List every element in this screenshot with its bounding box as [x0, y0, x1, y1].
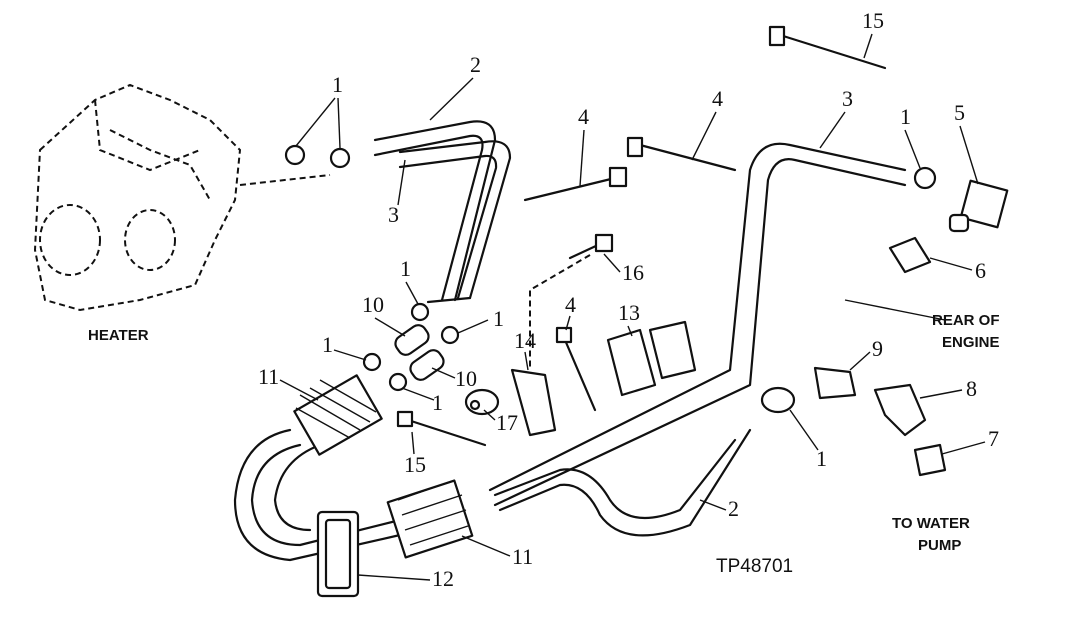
- callout-1: 1: [816, 446, 827, 471]
- heater-label: HEATER: [88, 327, 149, 344]
- callout-4: 4: [712, 86, 723, 111]
- to-water-pump-label-line2: PUMP: [918, 537, 961, 554]
- insulation-sleeve-lower: [386, 479, 474, 559]
- callout-10: 10: [455, 366, 477, 391]
- callout-7: 7: [988, 426, 999, 451]
- callout-4: 4: [578, 104, 589, 129]
- figure-id: TP48701: [716, 556, 793, 577]
- clip-14: [510, 368, 557, 437]
- cap-screws: [396, 25, 887, 447]
- grommet-12: [316, 510, 360, 598]
- callout-15: 15: [862, 8, 884, 33]
- callout-1: 1: [432, 390, 443, 415]
- callout-11: 11: [258, 364, 279, 389]
- callout-8: 8: [966, 376, 977, 401]
- clamps: [284, 144, 937, 414]
- callout-2: 2: [470, 52, 481, 77]
- callout-1: 1: [493, 306, 504, 331]
- callout-3: 3: [842, 86, 853, 111]
- rear-of-engine-label-line2: ENGINE: [942, 334, 1000, 351]
- pipe-3-right: [488, 142, 907, 507]
- callout-6: 6: [975, 258, 986, 283]
- callout-2: 2: [728, 496, 739, 521]
- callout-13: 13: [618, 300, 640, 325]
- callout-1: 1: [900, 104, 911, 129]
- rear-of-engine-label-line1: REAR OF: [932, 312, 1000, 329]
- callout-11: 11: [512, 544, 533, 569]
- callout-17: 17: [496, 410, 518, 435]
- callout-numbers: 1 2 3 4 4 3 1 5 15 16 6 1 1 10 1 10 1 11: [258, 8, 999, 591]
- spacer-17: [464, 388, 500, 416]
- callout-14: 14: [514, 328, 536, 353]
- callout-1: 1: [400, 256, 411, 281]
- callout-15: 15: [404, 452, 426, 477]
- connectors-10: [394, 324, 445, 381]
- callout-12: 12: [432, 566, 454, 591]
- callout-1: 1: [332, 72, 343, 97]
- callout-10: 10: [362, 292, 384, 317]
- callout-9: 9: [872, 336, 883, 361]
- heater-hoses-upper: [373, 120, 512, 304]
- callout-16: 16: [622, 260, 644, 285]
- lower-loop-hoses: [233, 428, 402, 562]
- to-water-pump-label-line1: TO WATER: [892, 515, 970, 532]
- callout-4: 4: [565, 292, 576, 317]
- clips-13: [606, 320, 697, 397]
- heater-outline: [33, 83, 331, 312]
- callout-1: 1: [322, 332, 333, 357]
- hose-2-lower: [493, 428, 752, 537]
- fittings: [813, 179, 1009, 477]
- callout-5: 5: [954, 100, 965, 125]
- callout-3: 3: [388, 202, 399, 227]
- insulation-sleeve-upper: [293, 374, 383, 456]
